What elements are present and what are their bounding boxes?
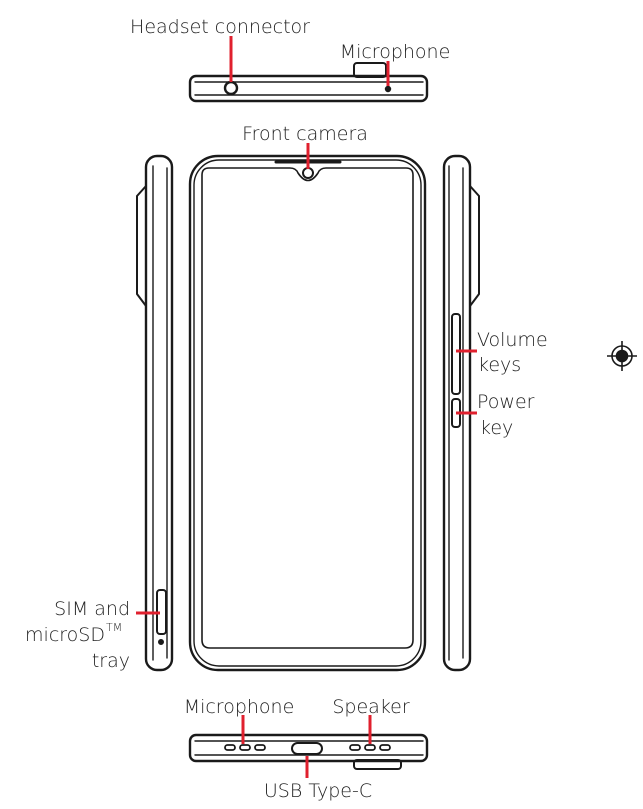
headset-jack-icon <box>223 80 239 96</box>
label-headset-connector: Headset connector <box>130 16 310 38</box>
label-volume-keys-line1: Volume <box>477 329 548 351</box>
speaker-grille-icon <box>349 744 391 751</box>
label-sim-tray-line3: tray <box>92 650 130 672</box>
top-edge-view <box>188 62 429 103</box>
label-sim-tray-line1: SIM and <box>54 598 130 620</box>
label-microphone-top: Microphone <box>340 41 451 63</box>
label-sim-tray-tm: TM <box>106 621 122 634</box>
label-power-key-line1: Power <box>477 391 535 413</box>
registration-mark-icon <box>607 341 637 371</box>
usb-port-icon <box>291 742 323 755</box>
volume-keys-button <box>451 313 461 395</box>
label-sim-tray-line2: microSD <box>25 624 105 646</box>
left-side-view <box>136 154 174 672</box>
screen-outline <box>201 167 414 649</box>
label-speaker: Speaker <box>332 696 409 718</box>
sim-eject-hole-icon <box>157 639 164 646</box>
label-volume-keys-line2: keys <box>478 354 521 376</box>
label-front-camera: Front camera <box>242 123 368 145</box>
front-camera-lens-icon <box>302 167 314 179</box>
label-microphone-bottom: Microphone <box>184 696 295 718</box>
bottom-edge-view <box>188 733 429 770</box>
bottom-microphone-grille-icon <box>224 744 266 751</box>
top-microphone-hole-icon <box>384 85 392 93</box>
label-power-key-line2: key <box>480 417 513 439</box>
label-usb-type-c: USB Type-C <box>264 780 372 802</box>
front-view <box>188 154 427 672</box>
